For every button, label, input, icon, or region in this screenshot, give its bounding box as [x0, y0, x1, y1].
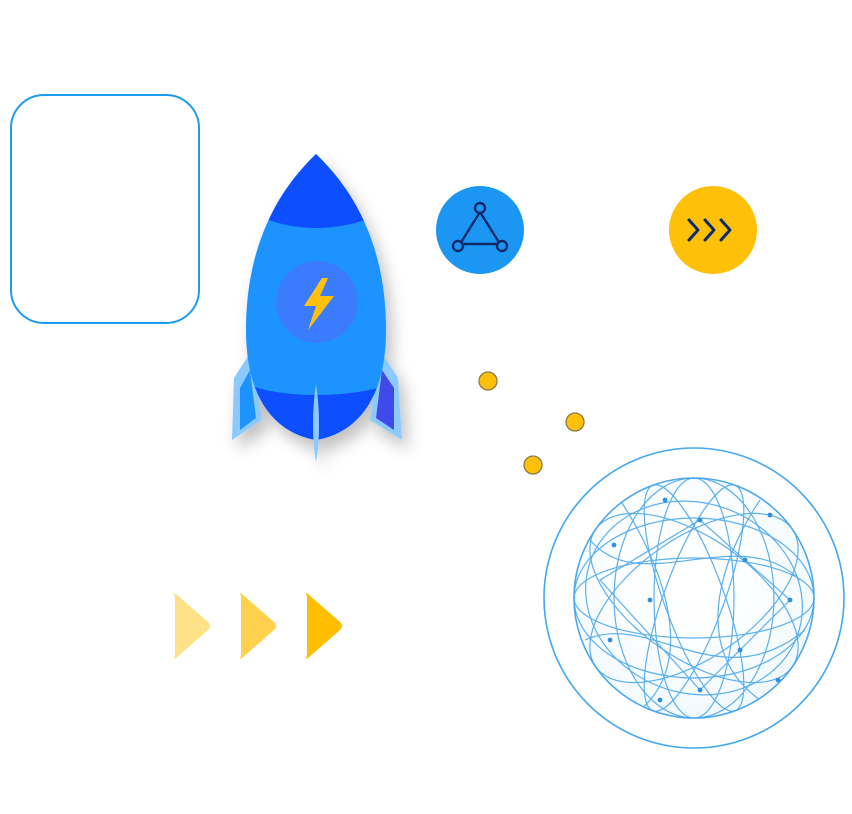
play-arrow-icon [173, 593, 210, 659]
yellow-dot [523, 455, 543, 475]
forward-badge [669, 186, 757, 274]
yellow-dot [478, 371, 498, 391]
yellow-dot [565, 412, 585, 432]
network-badge [436, 186, 524, 274]
play-arrow-icon [305, 593, 342, 659]
triangle-network-icon [451, 201, 509, 253]
play-arrow-icon [239, 593, 276, 659]
rocket-center-fin [313, 384, 319, 462]
triple-chevron-right-icon [687, 218, 732, 242]
lightning-bolt-icon [304, 278, 334, 330]
globe-outer-ring [543, 447, 845, 749]
rounded-frame [10, 94, 200, 324]
